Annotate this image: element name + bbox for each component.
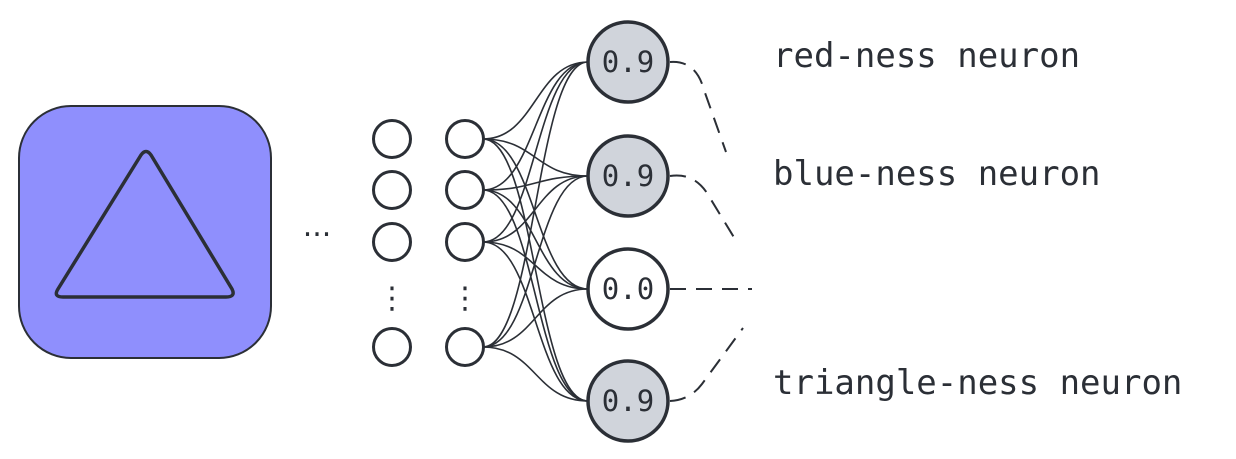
connection-line <box>482 138 589 402</box>
hidden-layer-1-vertical-ellipsis: ⋮ <box>377 281 407 316</box>
hidden-neuron <box>445 222 485 262</box>
hidden-neuron <box>372 119 412 159</box>
output-neuron-value: 0.9 <box>602 159 654 193</box>
connection-line <box>482 241 589 402</box>
hidden-neuron <box>445 119 485 159</box>
hidden-neuron <box>372 222 412 262</box>
hidden-neuron <box>445 327 485 367</box>
connection-line <box>482 241 589 290</box>
blue-ness-neuron-label: blue-ness neuron <box>773 154 1101 194</box>
connection-line <box>482 138 589 177</box>
connection-line <box>482 61 589 191</box>
triangle-icon <box>54 149 235 299</box>
connection-line <box>482 175 589 348</box>
connection-line <box>482 346 589 402</box>
connection-line <box>482 288 589 348</box>
hidden-neuron <box>372 327 412 367</box>
output-neuron-triangle: 0.9 <box>586 359 670 443</box>
label-leaders <box>669 60 752 402</box>
connection-line <box>482 138 589 290</box>
output-neuron-value: 0.9 <box>602 384 654 418</box>
hidden-layer-1: ⋮ <box>372 119 412 367</box>
leader-line <box>669 174 739 245</box>
connection-line <box>482 189 589 402</box>
connection-line <box>482 61 589 140</box>
output-neuron-value: 0.9 <box>602 45 654 79</box>
output-neuron-red: 0.9 <box>586 20 670 104</box>
hidden-neuron <box>372 170 412 210</box>
connections <box>482 61 589 402</box>
layers-ellipsis: ... <box>303 209 332 244</box>
connection-line <box>482 189 589 290</box>
connection-line <box>482 175 589 243</box>
leader-line <box>669 60 727 153</box>
input-image-box <box>18 105 272 359</box>
output-neuron-value: 0.0 <box>602 272 654 306</box>
output-neuron-unlabeled: 0.0 <box>586 247 670 331</box>
connection-line <box>482 175 589 191</box>
output-neuron-circle <box>586 359 670 443</box>
hidden-neuron <box>445 170 485 210</box>
red-ness-neuron-label: red-ness neuron <box>773 36 1080 76</box>
output-neuron-blue: 0.9 <box>586 134 670 218</box>
connection-line <box>482 61 589 243</box>
output-neuron-circle <box>586 20 670 104</box>
output-neuron-circle <box>586 247 670 331</box>
connection-line <box>482 61 589 348</box>
hidden-layer-2-vertical-ellipsis: ⋮ <box>450 281 480 316</box>
leader-line <box>669 327 744 402</box>
triangle-ness-neuron-label: triangle-ness neuron <box>773 363 1182 403</box>
output-neuron-circle <box>586 134 670 218</box>
input-image <box>18 105 272 359</box>
hidden-layer-2: ⋮ <box>445 119 485 367</box>
